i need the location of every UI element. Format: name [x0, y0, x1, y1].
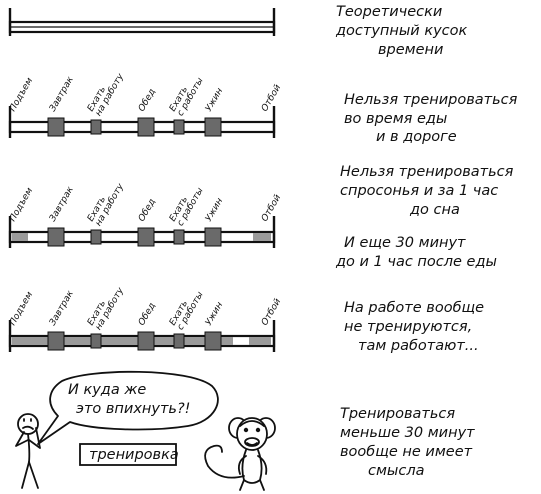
- caption-4: И еще 30 минут до и 1 час после еды: [335, 235, 497, 270]
- svg-text:Завтрак: Завтрак: [48, 75, 76, 114]
- svg-text:Подъем: Подъем: [8, 186, 35, 223]
- monkey-drawing: [204, 417, 276, 491]
- training-box-label: тренировка: [89, 447, 179, 463]
- svg-text:Ехатьс работы: Ехатьс работы: [168, 286, 206, 332]
- stick-figure: [15, 413, 41, 489]
- svg-text:Ехатьна работу: Ехатьна работу: [86, 281, 126, 332]
- svg-text:Подъем: Подъем: [8, 290, 35, 327]
- timeline-work: [8, 320, 276, 352]
- svg-text:Завтрак: Завтрак: [48, 185, 76, 224]
- svg-text:Ужин: Ужин: [204, 196, 225, 223]
- svg-text:Обед: Обед: [137, 87, 158, 113]
- svg-text:Ехатьна работу: Ехатьна работу: [86, 67, 126, 118]
- svg-text:Ехатьс работы: Ехатьс работы: [168, 72, 206, 118]
- svg-text:Обед: Обед: [137, 301, 158, 327]
- timeline-full: [8, 8, 276, 36]
- svg-text:Отбой: Отбой: [260, 297, 283, 327]
- svg-text:Ужин: Ужин: [204, 300, 225, 327]
- svg-text:Отбой: Отбой: [260, 83, 283, 113]
- caption-1: Теоретически доступный кусок времени: [335, 4, 472, 58]
- speech-text: И куда же это впихнуть?!: [68, 382, 190, 417]
- caption-6: Тренироваться меньше 30 минут вообще не …: [340, 406, 479, 479]
- training-box: тренировка: [79, 443, 179, 466]
- caption-5: На работе вообще не тренируются, там раб…: [344, 300, 489, 354]
- speech-bubble: И куда же это впихнуть?!: [37, 370, 219, 445]
- svg-text:Ехатьна работу: Ехатьна работу: [86, 177, 126, 228]
- caption-3: Нельзя тренироваться спросонья и за 1 ча…: [340, 164, 518, 218]
- timeline-labels-row3: Подъем Завтрак Ехатьна работу Обед Ехать…: [8, 177, 283, 228]
- svg-text:Подъем: Подъем: [8, 76, 35, 113]
- timeline-labels-row2: Подъем Завтрак Ехатьна работу Обед Ехать…: [8, 67, 283, 118]
- svg-text:Ехатьс работы: Ехатьс работы: [168, 182, 206, 228]
- svg-text:Обед: Обед: [137, 197, 158, 223]
- timeline-meals: [8, 106, 276, 138]
- timeline-sleep: [8, 216, 276, 248]
- timeline-labels-row4: Подъем Завтрак Ехатьна работу Обед Ехать…: [8, 281, 283, 332]
- svg-text:Отбой: Отбой: [260, 193, 283, 223]
- svg-text:Завтрак: Завтрак: [48, 289, 76, 328]
- svg-text:Ужин: Ужин: [204, 86, 225, 113]
- caption-2: Нельзя тренироваться во время еды и в до…: [344, 92, 522, 145]
